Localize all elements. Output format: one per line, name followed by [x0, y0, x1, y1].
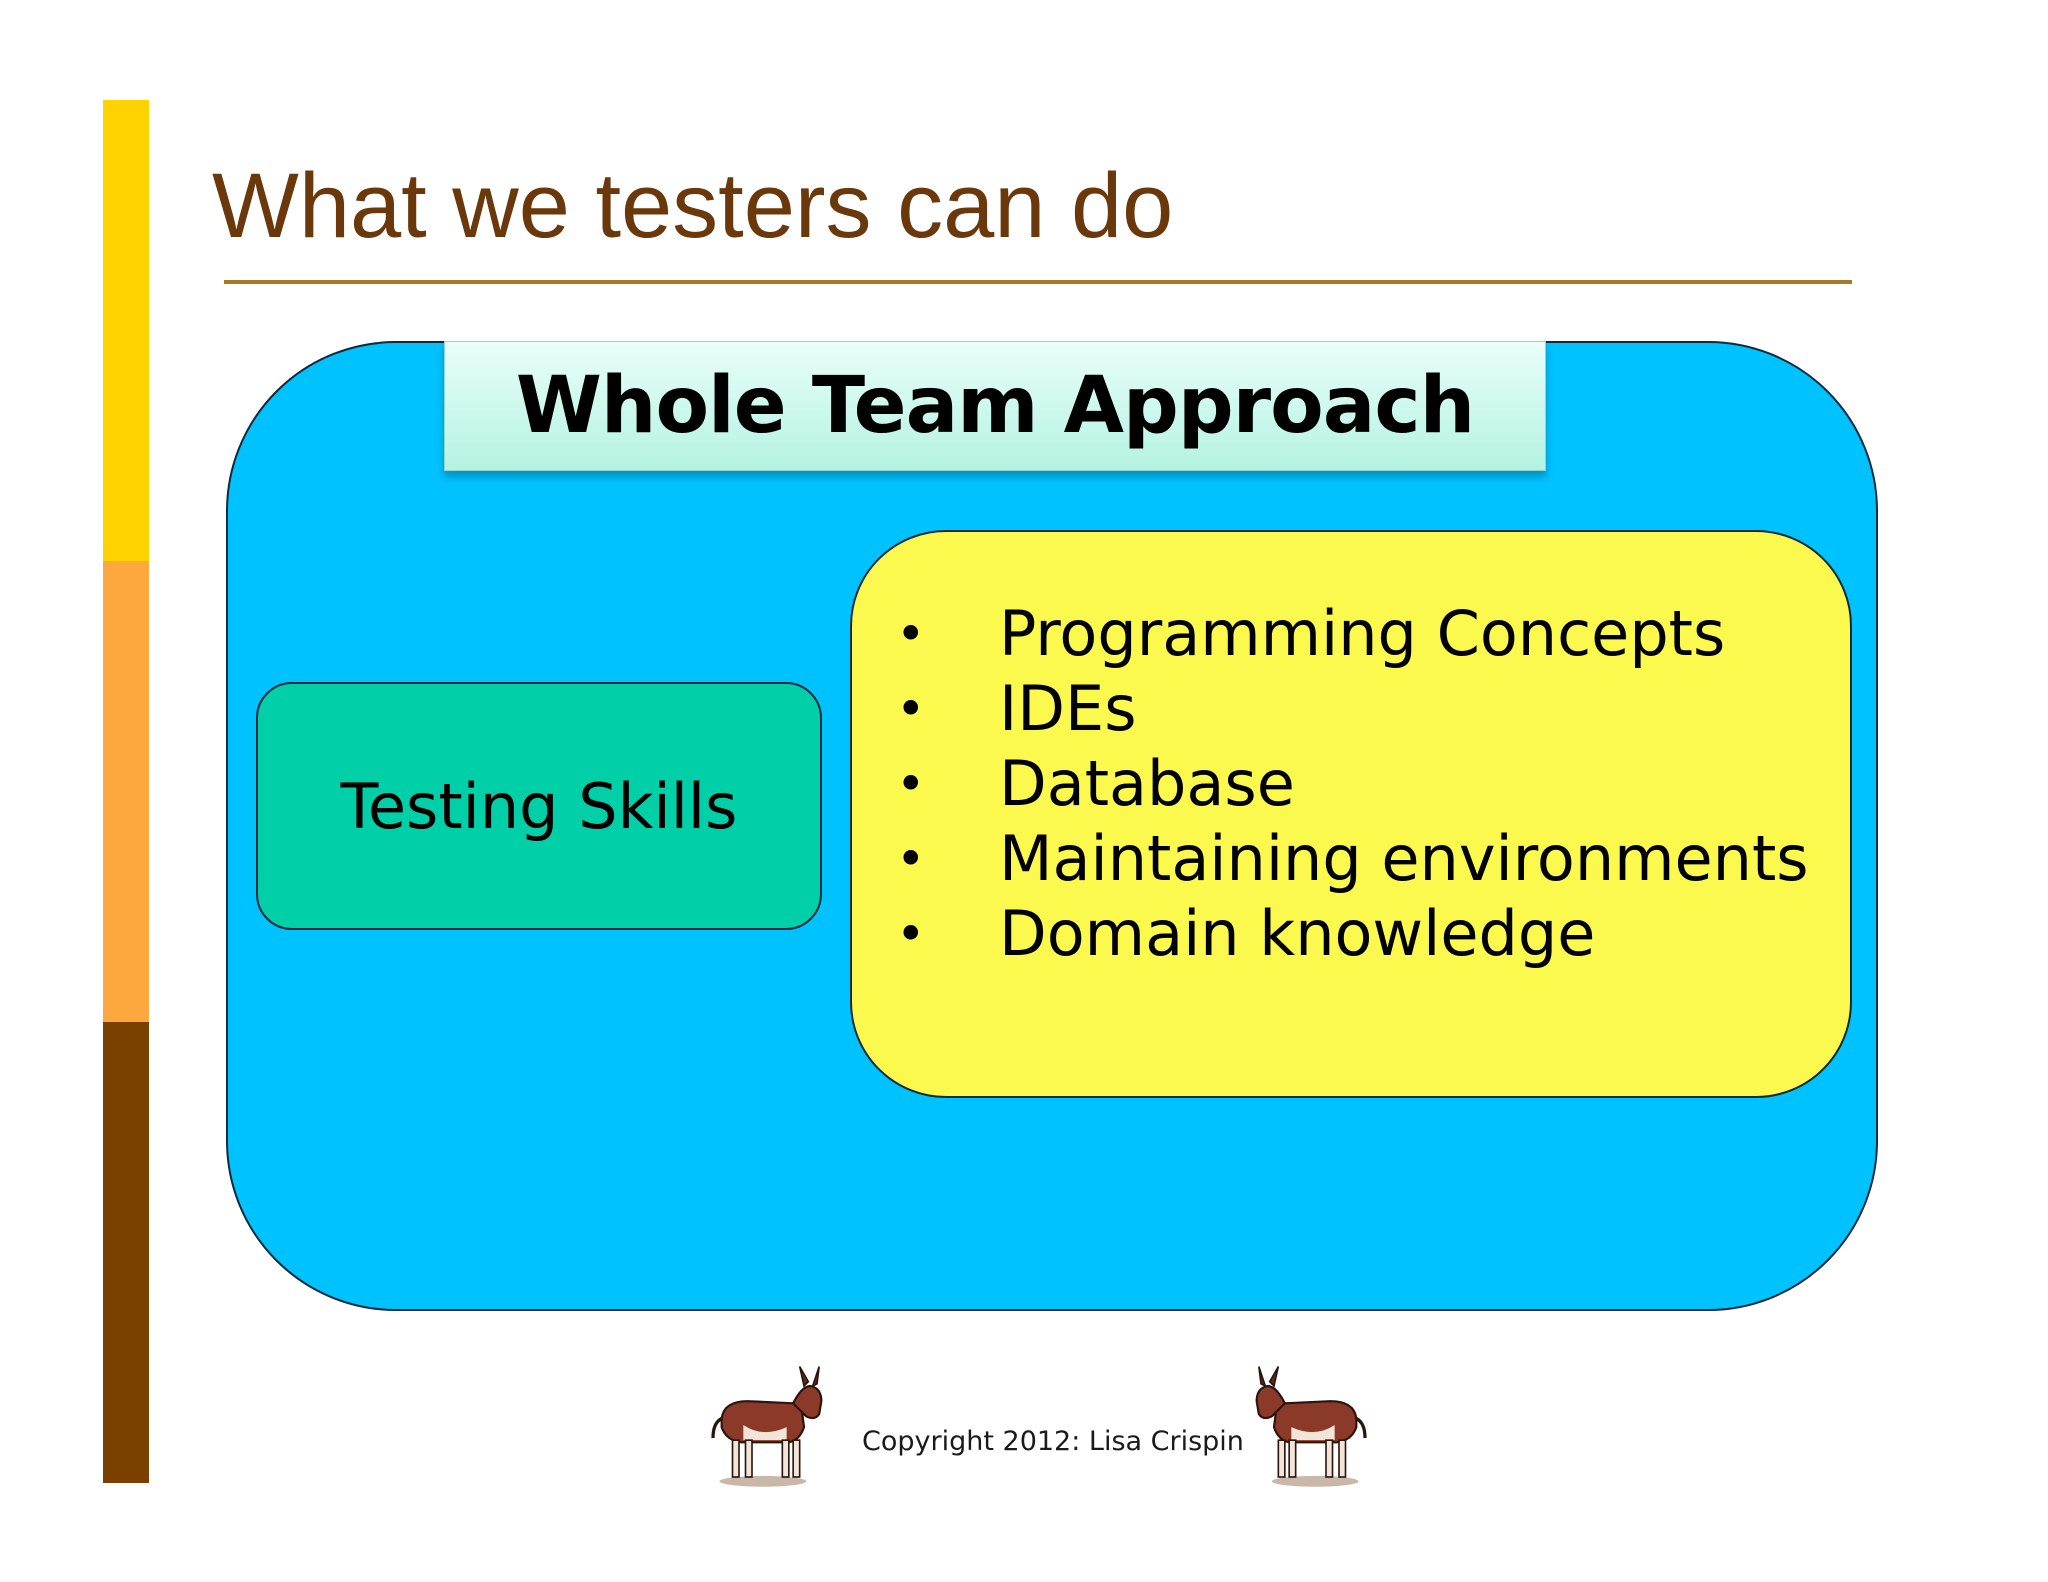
banner-title: Whole Team Approach: [515, 361, 1475, 451]
concepts-list: • Programming Concepts • IDEs • Database…: [896, 596, 1809, 971]
list-item-text: Maintaining environments: [999, 822, 1809, 895]
list-item: • Programming Concepts: [896, 596, 1809, 671]
concepts-box: • Programming Concepts • IDEs • Database…: [850, 530, 1852, 1098]
list-item: • IDEs: [896, 671, 1809, 746]
testing-skills-box: Testing Skills: [256, 682, 822, 930]
list-item: • Maintaining environments: [896, 821, 1809, 896]
list-item-text: Programming Concepts: [999, 597, 1726, 670]
bullet-icon: •: [896, 829, 926, 888]
list-item-text: IDEs: [999, 672, 1137, 745]
testing-skills-label: Testing Skills: [340, 769, 738, 843]
donkey-icon: [711, 1366, 823, 1487]
bullet-icon: •: [896, 754, 926, 813]
side-bar-orange: [103, 561, 149, 1022]
whole-team-banner: Whole Team Approach: [444, 341, 1546, 471]
bullet-icon: •: [896, 604, 926, 663]
list-item-text: Database: [999, 747, 1295, 820]
title-divider: [224, 280, 1852, 284]
donkey-icon: [1255, 1366, 1367, 1487]
list-item: • Domain knowledge: [896, 896, 1809, 971]
list-item: • Database: [896, 746, 1809, 821]
side-bar-brown: [103, 1022, 149, 1483]
list-item-text: Domain knowledge: [999, 897, 1596, 970]
slide-footer: Copyright 2012: Lisa Crispin: [0, 1350, 2048, 1490]
copyright-text: Copyright 2012: Lisa Crispin: [862, 1426, 1244, 1457]
slide-title: What we testers can do: [212, 155, 1174, 257]
bullet-icon: •: [896, 679, 926, 738]
side-bar-gold: [103, 100, 149, 561]
bullet-icon: •: [896, 904, 926, 963]
